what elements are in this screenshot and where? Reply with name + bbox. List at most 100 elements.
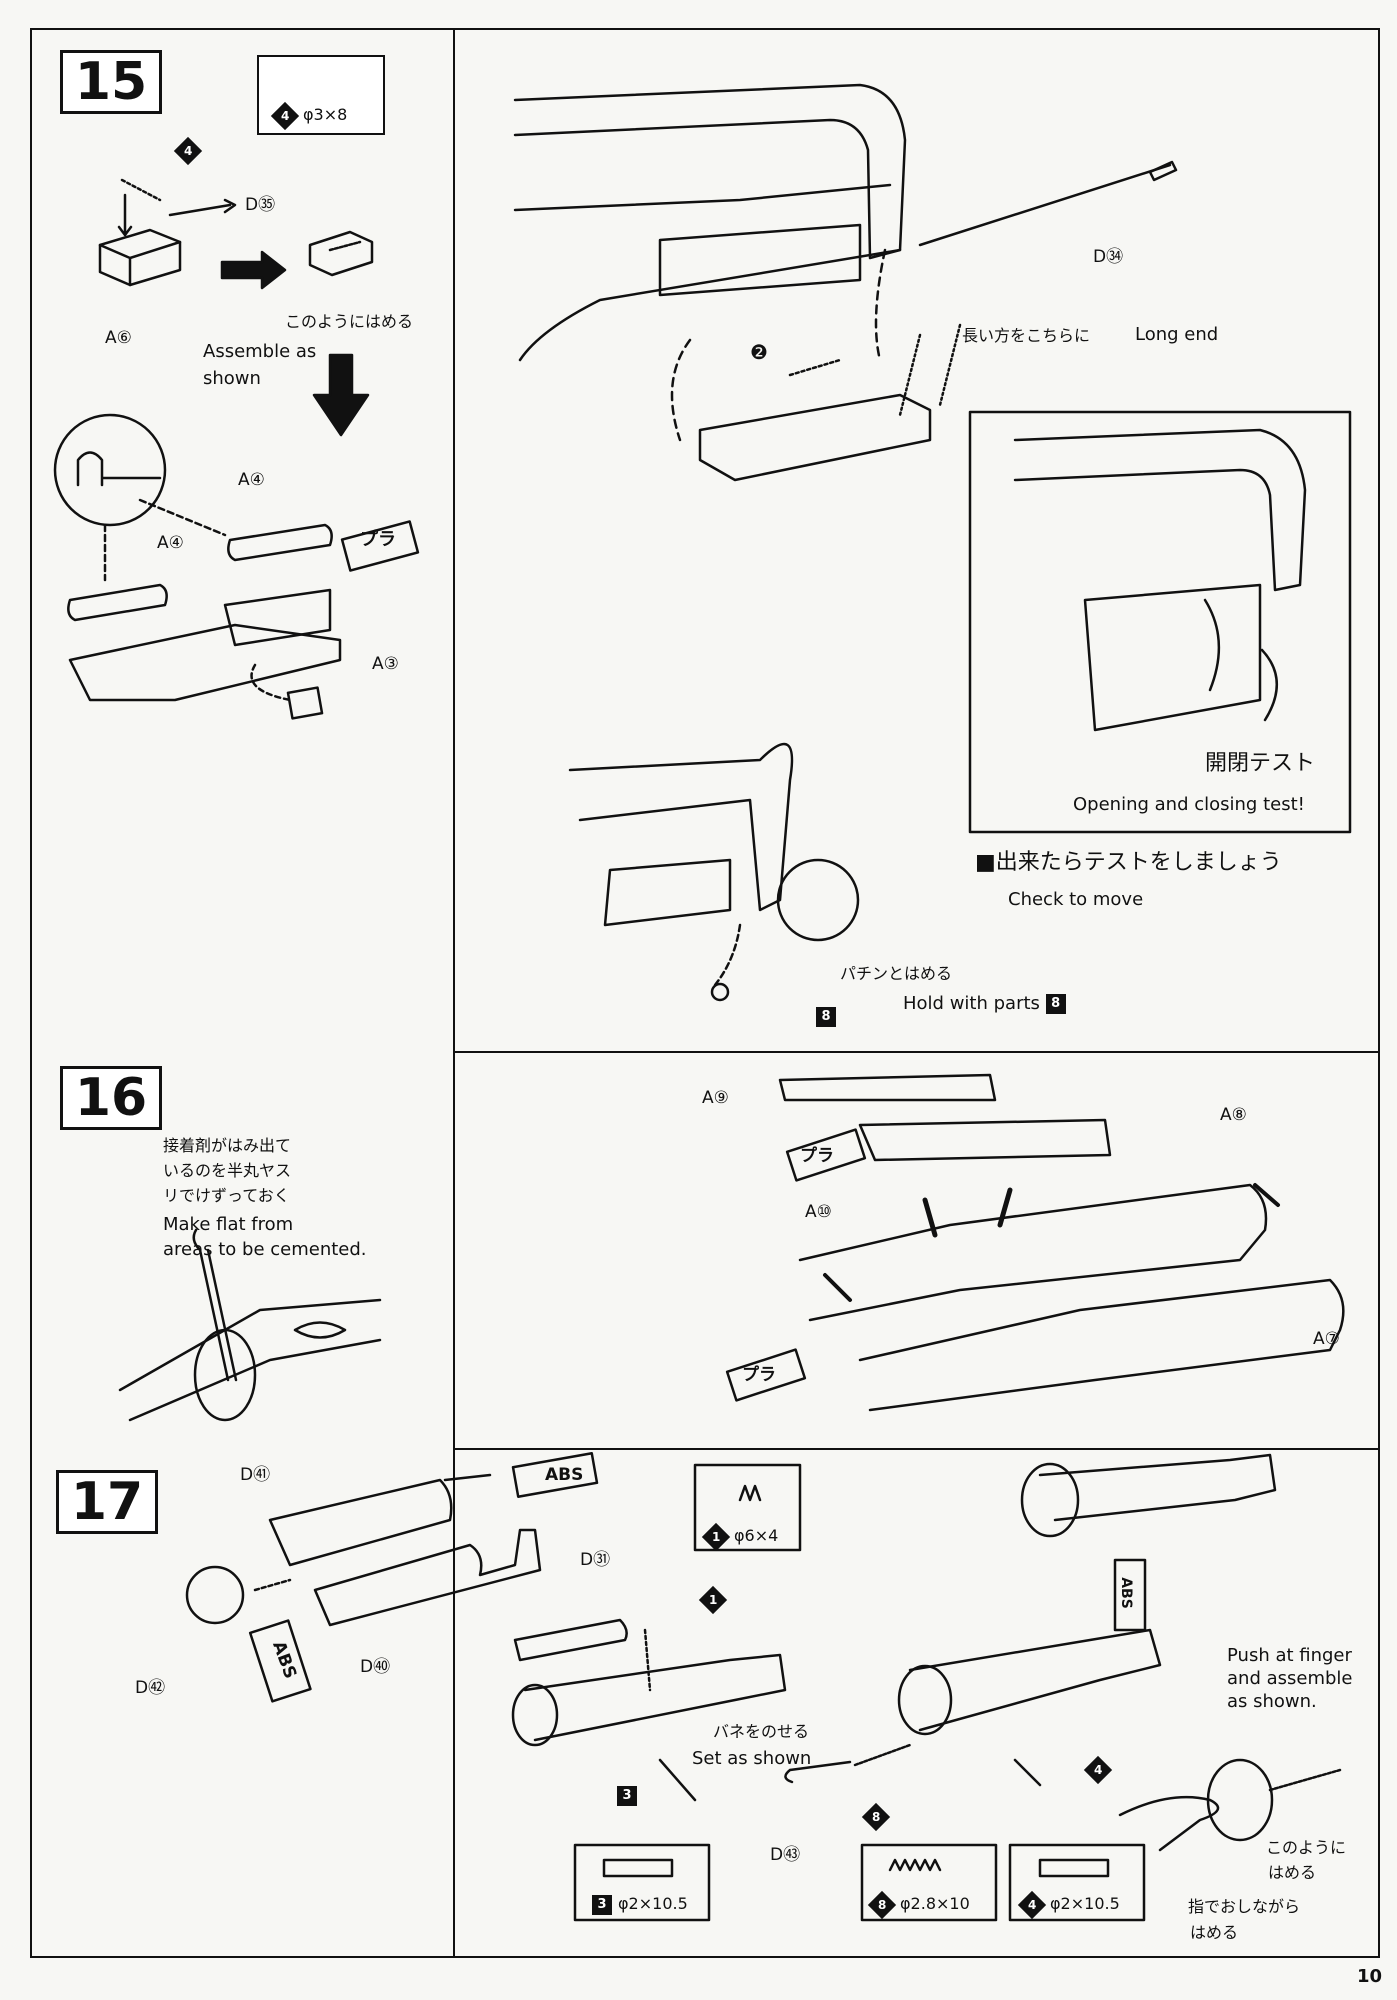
- pin-d34-drawing: [918, 163, 1172, 247]
- jp-assemble-note: このようにはめる: [285, 312, 414, 331]
- parts-box-4: [1008, 1843, 1146, 1922]
- bolt-closeup: [1206, 1758, 1274, 1842]
- part-a6-block: [98, 228, 182, 287]
- page-number: 10: [1357, 1966, 1383, 1987]
- badge-4-callout: 4: [173, 136, 206, 166]
- label-a9: A⑨: [702, 1088, 729, 1108]
- jp-set-spring: バネをのせる: [713, 1722, 810, 1741]
- plunger-part: [286, 686, 324, 720]
- assembled-block: [308, 230, 374, 277]
- part-a9: [778, 1073, 997, 1102]
- pin-3: [658, 1758, 697, 1802]
- en-open-close-test: Opening and closing test!: [1073, 794, 1305, 815]
- glue-tube-16b: [725, 1348, 807, 1402]
- badge-1-icon: 1: [701, 1522, 731, 1551]
- en-set-as-shown: Set as shown: [692, 1748, 812, 1769]
- jp-this-way-2: はめる: [1268, 1863, 1317, 1882]
- bolt-body-right: [908, 1628, 1162, 1732]
- part-a10: [858, 1118, 1112, 1162]
- badge-4-icon: 4: [270, 101, 300, 130]
- pin-4-icon: [1038, 1858, 1110, 1878]
- forward-assist-ring: [776, 858, 860, 942]
- label-a10: A⑩: [805, 1202, 832, 1222]
- jp-check-to-move: ■出来たらテストをしましょう: [975, 850, 1282, 875]
- bolt-body-left: [523, 1653, 787, 1742]
- label-a8: A⑧: [1220, 1105, 1247, 1125]
- part-a4-top: [227, 523, 333, 562]
- jp-file-note-3: リでけずっておく: [163, 1186, 290, 1205]
- e-clip-8: [710, 982, 730, 1002]
- label-d41: D㊶: [240, 1465, 271, 1485]
- parts-box-3: [573, 1843, 711, 1922]
- glue-tube-17a: [511, 1452, 599, 1498]
- label-a3: A③: [372, 654, 399, 674]
- badge-2-callout: ❷: [750, 340, 768, 364]
- label-a7: A⑦: [1313, 1329, 1340, 1349]
- test-arrow: [1203, 598, 1221, 692]
- bolt-assembled: [1038, 1453, 1277, 1522]
- label-d31: D㉛: [580, 1550, 611, 1570]
- jp-open-close-test: 開閉テスト: [1205, 751, 1316, 776]
- en-file-note-2: areas to be cemented.: [163, 1239, 367, 1260]
- en-push-finger-2: and assemble: [1227, 1668, 1353, 1689]
- jp-snap-fit: パチンとはめる: [840, 964, 953, 983]
- badge-1-callout: 1: [698, 1585, 731, 1615]
- part-d40: [313, 1528, 542, 1627]
- finger: [1118, 1795, 1220, 1852]
- glue-tube-15: [340, 520, 420, 572]
- label-a4-top: A④: [238, 470, 265, 490]
- part-a7-half: [858, 1278, 1345, 1412]
- glue-tube-17c: [1113, 1558, 1147, 1632]
- part-a8-half: [798, 1183, 1268, 1322]
- file-tool: [198, 1248, 238, 1382]
- badge-4-callout-17: 4: [1083, 1755, 1116, 1785]
- pin-3-icon: [602, 1858, 674, 1878]
- label-d40: D㊵: [360, 1657, 391, 1677]
- jp-push-finger-2: はめる: [1190, 1923, 1239, 1942]
- badge-8-callout: 8: [816, 1007, 842, 1027]
- glue-label-17a: ABS: [545, 1465, 584, 1485]
- en-push-finger-1: Push at finger: [1227, 1645, 1352, 1666]
- label-a4-left: A④: [157, 533, 184, 553]
- jp-push-finger-1: 指でおしながら: [1188, 1897, 1301, 1916]
- badge-8-callout-17: 8: [861, 1802, 894, 1832]
- arrow-down: [312, 353, 370, 437]
- divider-step16-17-right: [453, 1448, 1380, 1450]
- spring-box-17: [693, 1463, 802, 1552]
- glue-label-17c: ABS: [1117, 1577, 1134, 1609]
- spring-8-drawing: [853, 1743, 912, 1767]
- carrier-end: [118, 1298, 382, 1422]
- step-number-15: 15: [60, 50, 162, 114]
- carrier-bore: [193, 1328, 257, 1422]
- test-box: [968, 410, 1352, 834]
- spring-8-icon: [888, 1858, 942, 1872]
- jp-file-note-1: 接着剤がはみ出て: [163, 1136, 292, 1155]
- column-divider: [453, 28, 455, 1958]
- jp-file-note-2: いるのを半丸ヤス: [163, 1161, 292, 1180]
- step-number-17: 17: [56, 1470, 158, 1534]
- glue-tube-17b: [248, 1619, 312, 1703]
- en-assemble-line1: Assemble as: [203, 341, 317, 362]
- spring-4-drawing: [120, 178, 162, 202]
- pin-d35-drawing: [168, 198, 237, 217]
- receiver-closeup: [568, 742, 794, 912]
- label-a6: A⑥: [105, 328, 132, 348]
- en-check-to-move: Check to move: [1008, 889, 1144, 910]
- label-d43: D㊸: [770, 1845, 801, 1865]
- spring-2-drawing: [788, 358, 842, 377]
- part-d31: [513, 1618, 628, 1662]
- arrow-right: [220, 250, 287, 290]
- en-assemble-line2: shown: [203, 368, 261, 389]
- glue-label-16b: プラ: [742, 1365, 776, 1385]
- divider-step15-16-right: [453, 1051, 1380, 1053]
- label-d42: D㊷: [135, 1678, 166, 1698]
- label-d34: D㉞: [1093, 247, 1124, 267]
- spring-1-icon: [738, 1484, 762, 1502]
- glue-label-16a: プラ: [800, 1146, 834, 1166]
- ejection-door: [698, 393, 932, 482]
- part-a4-left: [67, 583, 168, 622]
